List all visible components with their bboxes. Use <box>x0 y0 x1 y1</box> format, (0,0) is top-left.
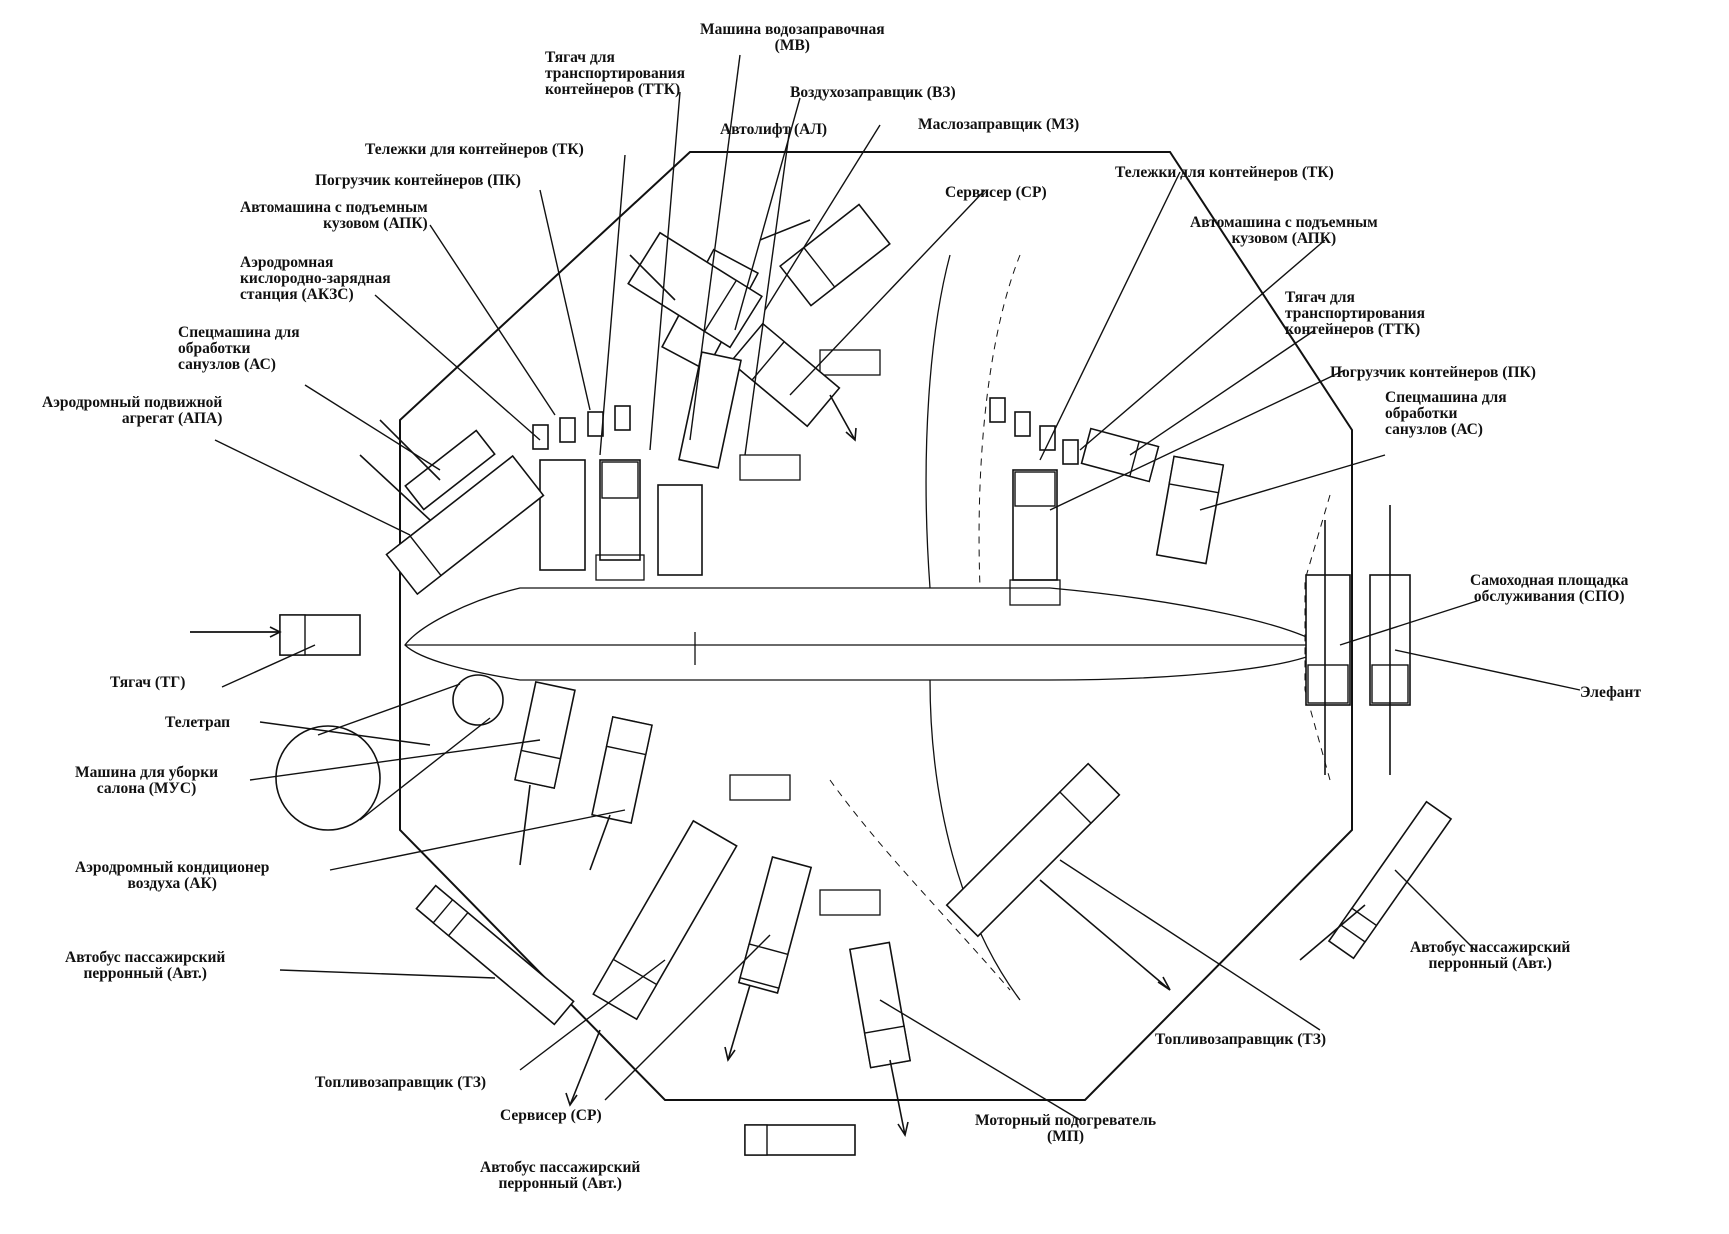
vehicle-apk-left <box>627 231 763 349</box>
vehicle-mp <box>848 941 912 1069</box>
label-bus-bottom: Автобус пассажирский перронный (Авт.) <box>480 1159 641 1192</box>
vehicle-vz <box>779 203 891 307</box>
vehicle-spo <box>1305 574 1351 706</box>
label-teletrap: Телетрап <box>165 714 231 731</box>
vehicle-ak <box>591 715 653 825</box>
label-bus-right: Автобус пассажирский перронный (Авт.) <box>1410 939 1571 972</box>
vehicle-bus-left <box>415 884 575 1026</box>
leader-lines <box>214 54 1581 1121</box>
tail-dashed-bottom <box>1304 689 1331 781</box>
label-mp: Моторный подогреватель (МП) <box>975 1112 1157 1145</box>
label-sr-bottom: Сервисер (СР) <box>500 1107 602 1124</box>
label-mv: Машина водозаправочная (МВ) <box>700 21 885 54</box>
vehicle-ttk-left <box>657 484 703 576</box>
engine-marker-3 <box>729 774 791 801</box>
aircraft-wing-lower <box>929 679 1021 1001</box>
label-bus-left: Автобус пассажирский перронный (Авт.) <box>65 949 226 982</box>
wing-dashed-lower <box>829 779 1011 991</box>
vehicle-sr-bottom <box>737 856 813 994</box>
label-mz: Маслозаправщик (МЗ) <box>918 116 1080 133</box>
wing-dashed-upper <box>978 254 1021 589</box>
label-apa: Аэродромный подвижной агрегат (АПА) <box>42 394 223 427</box>
aircraft-fuselage <box>404 587 1326 681</box>
vehicle-tg <box>279 614 361 656</box>
aircraft-wing-upper <box>925 254 951 589</box>
label-ttk-top: Тягач для транспортирования контейнеров … <box>545 49 685 98</box>
label-al: Автолифт (АЛ) <box>720 121 828 138</box>
vehicle-as-left <box>404 429 496 511</box>
vehicle-ttk-right <box>1080 427 1160 483</box>
label-tk-right: Тележки для контейнеров (ТК) <box>1115 164 1334 181</box>
container-carts-right <box>989 397 1079 465</box>
vehicle-tz-right <box>945 762 1121 938</box>
label-ttk-right: Тягач для транспортирования контейнеров … <box>1285 289 1425 338</box>
vehicle-mz <box>729 322 841 428</box>
aircraft <box>404 254 1331 1001</box>
label-akzs: Аэродромная кислородно-зарядная станция … <box>240 254 391 303</box>
label-as-left: Спецмашина для обработки санузлов (АС) <box>178 324 300 373</box>
label-pk-left: Погрузчик контейнеров (ПК) <box>315 172 521 189</box>
tail-dashed-top <box>1304 494 1331 690</box>
container-carts-left <box>532 405 631 450</box>
movement-arrows <box>190 219 1391 1138</box>
vehicle-pk-right <box>1009 469 1061 606</box>
label-apk-right: Автомашина с подъемным кузовом (АПК) <box>1190 214 1378 247</box>
vehicle-apa <box>385 454 545 596</box>
vehicle-pk-left <box>595 459 645 581</box>
vehicle-al <box>678 351 742 469</box>
label-sr-top: Сервисер (СР) <box>945 184 1047 201</box>
label-as-right: Спецмашина для обработки санузлов (АС) <box>1385 389 1507 438</box>
engine-marker-2 <box>739 454 801 481</box>
label-mus: Машина для уборки салона (МУС) <box>75 764 219 797</box>
label-ak: Аэродромный кондиционер воздуха (АК) <box>75 859 270 892</box>
teletrap <box>275 674 504 831</box>
label-vz: Воздухозаправщик (ВЗ) <box>790 84 956 101</box>
vehicle-as-right <box>1155 455 1225 565</box>
label-spo: Самоходная площадка обслуживания (СПО) <box>1470 572 1629 605</box>
vehicle-bus-right <box>1327 800 1453 960</box>
label-elefant: Элефант <box>1580 684 1642 701</box>
label-pk-right: Погрузчик контейнеров (ПК) <box>1330 364 1536 381</box>
label-tz-right: Топливозаправщик (ТЗ) <box>1155 1031 1327 1048</box>
vehicle-bus-bottom <box>744 1124 856 1156</box>
label-tz-bottom: Топливозаправщик (ТЗ) <box>315 1074 487 1091</box>
engine-marker-4 <box>819 889 881 916</box>
label-tg: Тягач (ТГ) <box>110 674 186 691</box>
vehicle-tk-left <box>539 459 586 571</box>
label-tk-left: Тележки для контейнеров (ТК) <box>365 141 584 158</box>
vehicle-tz-bottom <box>592 819 738 1021</box>
vehicle-mus <box>514 680 576 790</box>
label-apk-left: Автомашина с подъемным кузовом (АПК) <box>240 199 428 232</box>
